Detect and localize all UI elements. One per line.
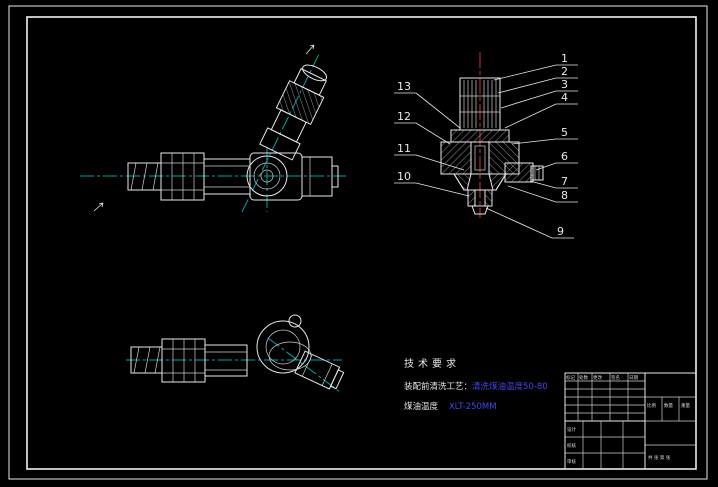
angled-outlet — [294, 350, 345, 390]
notes-line-1-value: 清洗煤油温度50-80 — [472, 382, 548, 392]
rev-col-sign: 签名 — [611, 374, 620, 381]
svg-text:2: 2 — [561, 65, 568, 78]
notes-line-1-text: 装配前清洗工艺： — [404, 382, 473, 392]
valve-section-view — [440, 52, 544, 218]
callout-2: 2 — [497, 65, 578, 94]
rev-col-date: 日期 — [629, 375, 638, 381]
svg-text:11: 11 — [397, 142, 411, 155]
notes-line-2-value: XLT-250MM — [448, 402, 497, 412]
assembly-bottom-view — [126, 314, 345, 393]
callout-13: 13 — [394, 80, 461, 129]
notes-line-2-text: 煤油温度 — [404, 402, 439, 412]
label-weight: 重量 — [681, 402, 690, 409]
svg-text:12: 12 — [397, 110, 411, 123]
rev-col-mark: 标记 — [566, 374, 575, 381]
callout-12: 12 — [394, 110, 451, 145]
angled-branch — [259, 64, 328, 161]
notes-line-2: 煤油温度 XLT-250MM — [404, 400, 497, 412]
sheet-border — [8, 5, 708, 480]
notes-heading: 技术要求 — [404, 359, 460, 370]
svg-text:7: 7 — [561, 175, 568, 188]
label-sheets: 共 张 第 张 — [648, 454, 671, 461]
label-qty: 数量 — [664, 402, 673, 409]
svg-text:5: 5 — [561, 126, 568, 139]
rev-col-change: 更改 — [593, 374, 602, 381]
svg-text:1: 1 — [561, 52, 568, 65]
svg-text:13: 13 — [397, 80, 411, 93]
callout-9: 9 — [485, 207, 574, 239]
view-arrow-top — [305, 44, 315, 55]
technical-notes: 技术要求 装配前清洗工艺：清洗煤油温度50-80 煤油温度 XLT-250MM — [404, 355, 548, 412]
label-scale: 比例 — [647, 402, 656, 409]
role-check: 校核 — [567, 442, 576, 449]
role-audit: 审核 — [567, 458, 576, 465]
svg-text:8: 8 — [561, 189, 568, 202]
callout-4: 4 — [504, 91, 578, 129]
callout-5: 5 — [511, 126, 578, 145]
view-arrow-left — [93, 202, 104, 212]
branch-centerline — [241, 51, 321, 213]
rev-col-count: 处数 — [579, 374, 588, 381]
svg-text:10: 10 — [397, 170, 411, 183]
callout-6: 6 — [535, 150, 578, 171]
outlet-centerline — [267, 337, 341, 393]
svg-text:3: 3 — [561, 78, 568, 91]
callout-3: 3 — [500, 78, 578, 109]
callout-10: 10 — [394, 170, 470, 197]
callout-11: 11 — [394, 142, 465, 171]
assembly-side-view — [80, 44, 346, 213]
callout-8: 8 — [507, 185, 578, 203]
callout-7: 7 — [529, 175, 578, 189]
role-design: 设计 — [567, 426, 576, 433]
svg-text:6: 6 — [561, 150, 568, 163]
callouts-right: 1 2 3 4 5 6 7 8 9 — [485, 52, 578, 239]
callout-1: 1 — [493, 52, 578, 81]
svg-text:4: 4 — [561, 91, 568, 104]
callouts-left: 13 12 11 10 — [394, 80, 470, 197]
title-block: 标记 处数 更改 签名 日期 设计 校核 审核 比例 数量 重量 共 张 第 张 — [564, 372, 697, 470]
notes-line-1: 装配前清洗工艺：清洗煤油温度50-80 — [404, 380, 548, 392]
svg-text:9: 9 — [557, 225, 564, 238]
